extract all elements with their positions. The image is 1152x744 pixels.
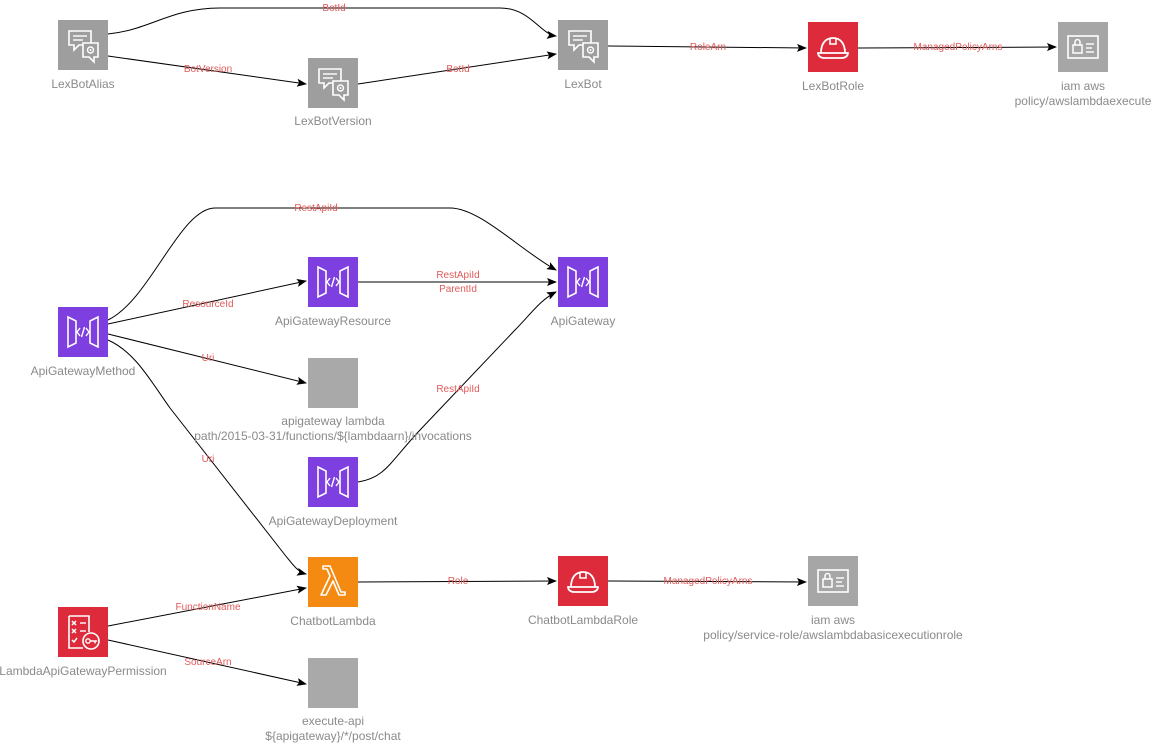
node-label-apigatewayresource: ApiGatewayResource (274, 314, 392, 328)
node-label-apigateway-lambda-uri-line2: path/2015-03-31/functions/${lambdaarn}/i… (194, 429, 472, 443)
node-label-chatbotlambdarole: ChatbotLambdaRole (527, 613, 639, 627)
node-label-lexbot-policy: iam aws policy/awslambdaexecute (1015, 79, 1152, 109)
chat-bubbles-icon (568, 30, 599, 64)
id-card-lock-icon (817, 569, 849, 593)
node-label-apigateway-lambda-uri: apigateway lambda path/2015-03-31/functi… (194, 414, 472, 444)
edge-label-method-resource: ResourceId (182, 299, 233, 310)
edge-label-lexbotversion-lexbot: BotId (446, 64, 469, 75)
node-execute-api[interactable] (308, 658, 358, 708)
node-label-lexbot-policy-line2: policy/awslambdaexecute (1014, 94, 1152, 108)
edge-label-deployment-apigateway: RestApiId (436, 384, 479, 395)
edge-lexbotrole-to-policy[interactable] (857, 43, 1057, 52)
edge-lexbotalias-to-lexbot[interactable] (107, 7, 557, 39)
edge-lexbot-to-lexbotrole[interactable] (607, 43, 807, 52)
api-gateway-icon (67, 315, 99, 349)
permission-key-icon (68, 615, 100, 650)
node-label-lexbotversion: LexBotVersion (294, 114, 372, 128)
edge-label-resource-apigateway-1: RestApiId (436, 270, 479, 281)
edge-deployment-to-apigateway[interactable] (357, 291, 557, 483)
node-label-execute-api-line1: execute-api (301, 714, 365, 728)
node-chatbot-policy[interactable] (808, 556, 858, 606)
node-label-execute-api: execute-api ${apigateway}/*/post/chat (265, 714, 400, 744)
node-apigatewayresource[interactable] (308, 257, 358, 307)
node-label-apigatewaymethod: ApiGatewayMethod (30, 364, 136, 378)
node-label-lexbot: LexBot (564, 77, 602, 91)
node-lexbot-policy[interactable] (1058, 22, 1108, 72)
node-label-execute-api-line2: ${apigateway}/*/post/chat (265, 729, 401, 743)
edge-method-to-lambda-uri[interactable] (107, 333, 307, 385)
edge-label-permission-execute-api: SourceArn (184, 657, 231, 668)
id-card-lock-icon (1067, 35, 1099, 59)
api-gateway-icon (317, 265, 349, 299)
hard-hat-icon (567, 571, 599, 593)
node-label-apigateway-lambda-uri-line1: apigateway lambda (281, 414, 385, 428)
lambda-icon (320, 565, 346, 596)
node-label-apigateway: ApiGateway (550, 314, 616, 328)
edge-chatbotlambda-to-role[interactable] (357, 577, 557, 586)
node-apigatewaydeployment[interactable] (308, 457, 358, 507)
edge-permission-to-execute-api[interactable] (107, 639, 307, 686)
node-label-lexbot-policy-line1: iam aws (1060, 79, 1105, 93)
chat-bubbles-icon (68, 30, 99, 64)
node-lexbot[interactable] (558, 20, 608, 70)
node-chatbotlambda[interactable] (308, 557, 358, 607)
edge-method-to-resource[interactable] (107, 279, 307, 325)
node-label-lambdaapigatewaypermission: LambdaApiGatewayPermission (0, 664, 167, 678)
node-apigatewaymethod[interactable] (58, 307, 108, 357)
api-gateway-icon (567, 265, 599, 299)
edge-label-chatbotrole-policy: ManagedPolicyArns (664, 576, 753, 587)
edge-label-lexbotalias-lexbotversion: BotVersion (184, 64, 232, 75)
edge-label-method-chatbotlambda: Uri (202, 454, 215, 465)
edge-chatbotrole-to-policy[interactable] (607, 577, 807, 586)
edge-label-lexbotrole-policy: ManagedPolicyArns (914, 42, 1003, 53)
edge-lexbotversion-to-lexbot[interactable] (357, 51, 557, 85)
node-apigateway[interactable] (558, 257, 608, 307)
edge-label-lexbotalias-lexbot: BotId (322, 3, 345, 14)
edge-lexbotalias-to-lexbotversion[interactable] (107, 55, 307, 87)
chat-bubbles-icon (318, 68, 349, 102)
hard-hat-icon (817, 37, 849, 59)
edge-method-to-apigateway-top[interactable] (107, 207, 557, 321)
api-gateway-icon (317, 465, 349, 499)
node-label-apigatewaydeployment: ApiGatewayDeployment (268, 514, 398, 528)
node-label-lexbotrole: LexBotRole (801, 79, 865, 93)
node-lexbotrole[interactable] (808, 22, 858, 72)
edge-label-method-apigateway: RestApiId (294, 203, 337, 214)
node-label-chatbot-policy: iam aws policy/service-role/awslambdabas… (703, 613, 962, 643)
node-label-lexbotalias: LexBotAlias (51, 77, 115, 91)
node-lambdaapigatewaypermission[interactable] (58, 607, 108, 657)
node-label-chatbot-policy-line1: iam aws (810, 613, 856, 627)
node-label-chatbotlambda: ChatbotLambda (290, 614, 376, 628)
node-label-chatbot-policy-line2: policy/service-role/awslambdabasicexecut… (703, 628, 963, 642)
edge-label-resource-apigateway-2: ParentId (439, 284, 477, 295)
edge-label-method-uri: Uri (202, 353, 215, 364)
node-lexbotalias[interactable] (58, 20, 108, 70)
node-lexbotversion[interactable] (308, 58, 358, 108)
edge-permission-to-chatbotlambda[interactable] (107, 585, 307, 627)
edge-label-chatbotlambda-role: Role (448, 576, 469, 587)
edge-label-permission-chatbotlambda: FunctionName (175, 602, 240, 613)
node-chatbotlambdarole[interactable] (558, 556, 608, 606)
node-apigateway-lambda-uri[interactable] (308, 358, 358, 408)
edge-label-lexbot-lexbotrole: RoleArn (690, 42, 726, 53)
edge-method-to-chatbotlambda[interactable] (107, 339, 307, 576)
